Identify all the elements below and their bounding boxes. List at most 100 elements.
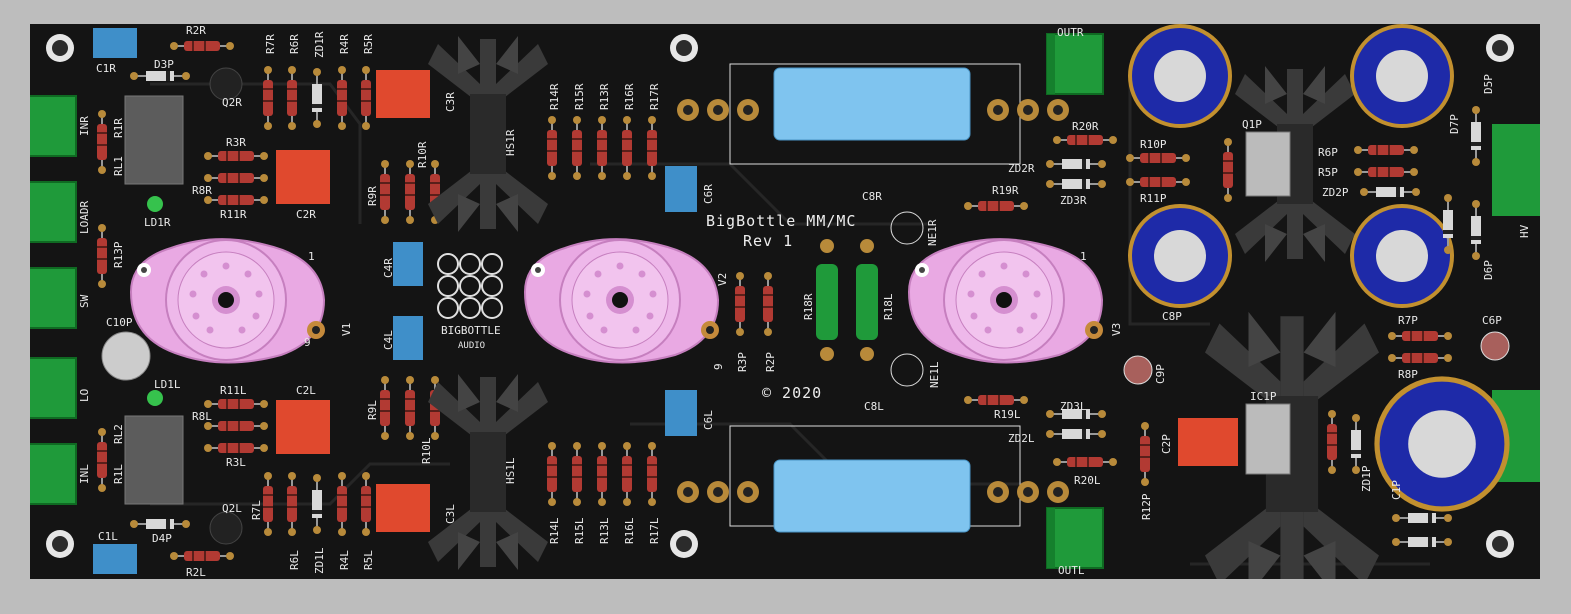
label-r16r: R16R — [623, 83, 636, 110]
label-r19r: R19R — [992, 184, 1019, 197]
label-r8l: R8L — [192, 410, 212, 423]
logo-text-1: BIGBOTTLE — [441, 324, 501, 337]
label-r13r: R13R — [598, 83, 611, 110]
label-rl1: RL1 — [112, 156, 125, 176]
label-c3l: C3L — [444, 504, 457, 524]
pcb-board: BigBottle MM/MC Rev 1 © 2020 BIGBOTTLE A… — [30, 24, 1540, 579]
resistor-r18l — [856, 264, 878, 340]
label-r10p: R10P — [1140, 138, 1167, 151]
label-rl2: RL2 — [112, 424, 125, 444]
mount-hole-br — [1486, 530, 1514, 558]
ecap-c4p — [1350, 24, 1454, 128]
label-c1r: C1R — [96, 62, 116, 75]
label-r14l: R14L — [548, 517, 561, 544]
cap-c4l — [393, 316, 423, 360]
label-r7p: R7P — [1398, 314, 1418, 327]
mount-hole-tm — [670, 34, 698, 62]
label-loadr: LOADR — [78, 201, 91, 234]
connector-outl — [1046, 507, 1104, 569]
label-zd2l: ZD2L — [1008, 432, 1035, 445]
mount-hole-tl — [46, 34, 74, 62]
label-hv: HV — [1518, 224, 1531, 238]
label-c1l: C1L — [98, 530, 118, 543]
label-r4l: R4L — [338, 550, 351, 570]
tube-socket-v2 — [524, 238, 720, 364]
label-inl: INL — [78, 464, 91, 484]
label-zd3r: ZD3R — [1060, 194, 1087, 207]
neon-ne1r — [890, 211, 924, 245]
ecap-c8p — [1128, 204, 1232, 308]
label-c1p: C1P — [1390, 480, 1403, 500]
label-q1p: Q1P — [1242, 118, 1262, 131]
label-r20r: R20R — [1072, 120, 1099, 133]
connector-outr — [1046, 33, 1104, 95]
label-d3p: D3P — [154, 58, 174, 71]
label-zd2p: ZD2P — [1322, 186, 1349, 199]
bigbottle-logo — [437, 253, 503, 319]
label-c4l: C4L — [382, 330, 395, 350]
label-ld1r: LD1R — [144, 216, 171, 229]
label-v1-pin9: 9 — [304, 336, 311, 349]
label-r11r: R11R — [220, 208, 247, 221]
label-r16l: R16L — [623, 517, 636, 544]
cap-c8l — [773, 459, 971, 533]
cap-c2p — [1178, 418, 1238, 466]
label-r14r: R14R — [548, 83, 561, 110]
label-ne1l: NE1L — [928, 361, 941, 388]
label-r10r: R10R — [416, 141, 429, 168]
label-r18l: R18L — [882, 293, 895, 320]
label-r18r: R18R — [802, 293, 815, 320]
mount-hole-bm — [670, 530, 698, 558]
cap-c6r — [665, 166, 697, 212]
label-r6p: R6P — [1318, 146, 1338, 159]
regulator-q1p — [1245, 131, 1291, 197]
led-ld1r — [147, 196, 163, 212]
ecap-c5p — [1350, 204, 1454, 308]
label-r13p: R13P — [112, 241, 125, 268]
resistor-r18r — [816, 264, 838, 340]
relay-rl1 — [124, 95, 184, 185]
label-zd3l: ZD3L — [1060, 400, 1087, 413]
label-r6r: R6R — [288, 34, 301, 54]
label-d6p: D6P — [1482, 260, 1495, 280]
connector-inr — [30, 95, 77, 157]
connector-hv — [1492, 124, 1540, 216]
label-r7r: R7R — [264, 34, 277, 54]
connector-loadr — [30, 181, 77, 243]
label-v2: V2 — [716, 273, 729, 286]
label-r1l: R1L — [112, 464, 125, 484]
label-r6l: R6L — [288, 550, 301, 570]
label-c2l: C2L — [296, 384, 316, 397]
board-title: BigBottle MM/MC — [706, 212, 856, 230]
label-r9r: R9R — [366, 186, 379, 206]
label-r19l: R19L — [994, 408, 1021, 421]
mount-hole-bl — [46, 530, 74, 558]
label-ld1l: LD1L — [154, 378, 181, 391]
label-c6r: C6R — [702, 184, 715, 204]
label-v1: V1 — [340, 323, 353, 336]
label-zd1l: ZD1L — [313, 547, 326, 574]
label-r10l: R10L — [420, 437, 433, 464]
label-inr: INR — [78, 116, 91, 136]
label-c3r: C3R — [444, 92, 457, 112]
regulator-ic1p — [1245, 403, 1291, 475]
cap-c1r — [93, 28, 137, 58]
label-r13l: R13L — [598, 517, 611, 544]
label-r17r: R17R — [648, 83, 661, 110]
board-revision: Rev 1 — [743, 232, 793, 250]
label-r12p: R12P — [1140, 493, 1153, 520]
label-zd2r: ZD2R — [1008, 162, 1035, 175]
ecap-c7p — [1128, 24, 1232, 128]
label-v3-pin1: 1 — [1080, 250, 1087, 263]
label-r8r: R8R — [192, 184, 212, 197]
label-v2-pin9: 9 — [712, 363, 725, 370]
label-zd1r: ZD1R — [313, 31, 326, 58]
label-r2l: R2L — [186, 566, 206, 579]
neon-ne1l — [890, 353, 924, 387]
transistor-q2r — [209, 67, 243, 101]
label-zd1p: ZD1P — [1360, 465, 1373, 492]
label-c9p: C9P — [1154, 364, 1167, 384]
label-v1-pin1: 1 — [308, 250, 315, 263]
label-c8l: C8L — [864, 400, 884, 413]
tube-socket-v1 — [130, 238, 326, 364]
